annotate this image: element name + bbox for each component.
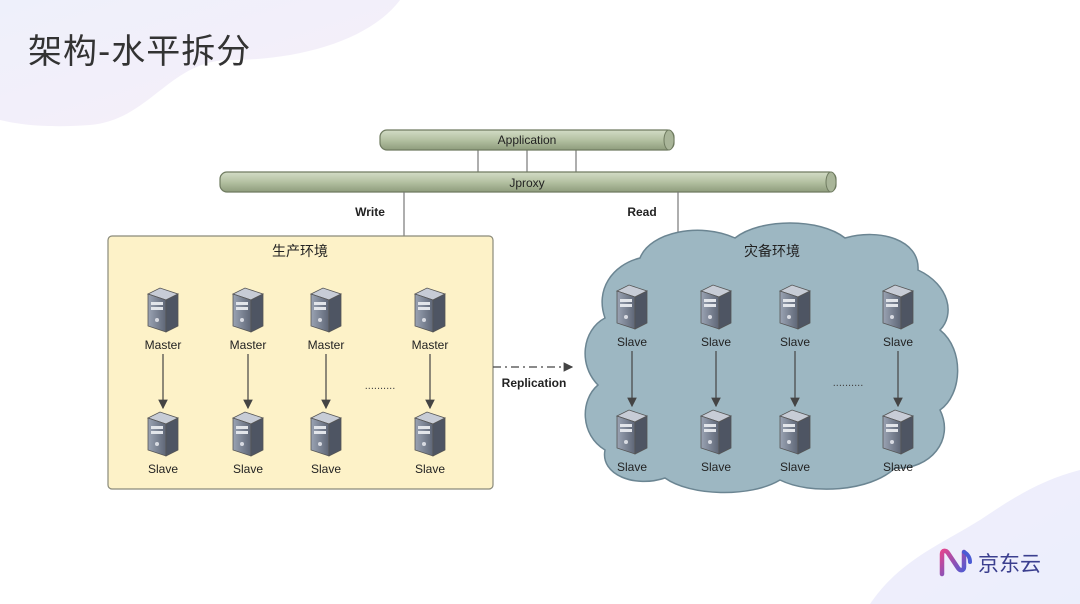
- jdcloud-logo-icon: [939, 548, 972, 577]
- disaster-bottom-label-2: Slave: [701, 460, 731, 474]
- production-top-label-2: Master: [230, 338, 267, 352]
- disaster-top-server-4-icon: [882, 284, 914, 330]
- application-label: Application: [498, 133, 557, 147]
- write-label: Write: [355, 205, 385, 219]
- production-bottom-label-4: Slave: [415, 462, 445, 476]
- disaster-top-server-2-icon: [700, 284, 732, 330]
- disaster-bottom-server-3-icon: [779, 409, 811, 455]
- disaster-top-label-1: Slave: [617, 335, 647, 349]
- disaster-top-label-4: Slave: [883, 335, 913, 349]
- production-bottom-label-2: Slave: [233, 462, 263, 476]
- production-environment: 生产环境: [107, 235, 494, 490]
- read-label: Read: [627, 205, 656, 219]
- production-bottom-server-2-icon: [232, 411, 264, 457]
- production-bottom-label-3: Slave: [311, 462, 341, 476]
- jproxy-label: Jproxy: [509, 176, 544, 190]
- production-top-label-1: Master: [145, 338, 182, 352]
- production-bottom-server-3-icon: [310, 411, 342, 457]
- disaster-bottom-server-4-icon: [882, 409, 914, 455]
- disaster-bottom-server-2-icon: [700, 409, 732, 455]
- production-ellipsis: ..........: [365, 380, 396, 392]
- production-top-server-1-icon: [147, 287, 179, 333]
- brand-logo: 京东云: [938, 548, 1041, 578]
- disaster-top-server-1-icon: [616, 284, 648, 330]
- production-bottom-server-1-icon: [147, 411, 179, 457]
- production-top-server-4-icon: [414, 287, 446, 333]
- page-title: 架构-水平拆分: [28, 32, 252, 72]
- production-top-server-3-icon: [310, 287, 342, 333]
- disaster-bottom-label-3: Slave: [780, 460, 810, 474]
- disaster-top-label-2: Slave: [701, 335, 731, 349]
- replication-label: Replication: [502, 376, 567, 390]
- disaster-top-label-3: Slave: [780, 335, 810, 349]
- brand-name: 京东云: [978, 552, 1041, 576]
- production-top-server-2-icon: [232, 287, 264, 333]
- production-label: 生产环境: [272, 244, 328, 260]
- application-bar: Application: [379, 129, 675, 151]
- jproxy-bar: Jproxy: [219, 171, 837, 193]
- disaster-ellipsis: ..........: [833, 377, 864, 389]
- disaster-label: 灾备环境: [744, 243, 800, 260]
- disaster-bottom-label-4: Slave: [883, 460, 913, 474]
- production-bottom-server-4-icon: [414, 411, 446, 457]
- production-bottom-label-1: Slave: [148, 462, 178, 476]
- disaster-bottom-server-1-icon: [616, 409, 648, 455]
- disaster-top-server-3-icon: [779, 284, 811, 330]
- disaster-bottom-label-1: Slave: [617, 460, 647, 474]
- production-top-label-4: Master: [412, 338, 449, 352]
- production-top-label-3: Master: [308, 338, 345, 352]
- disaster-recovery-cloud: 灾备环境: [584, 222, 959, 494]
